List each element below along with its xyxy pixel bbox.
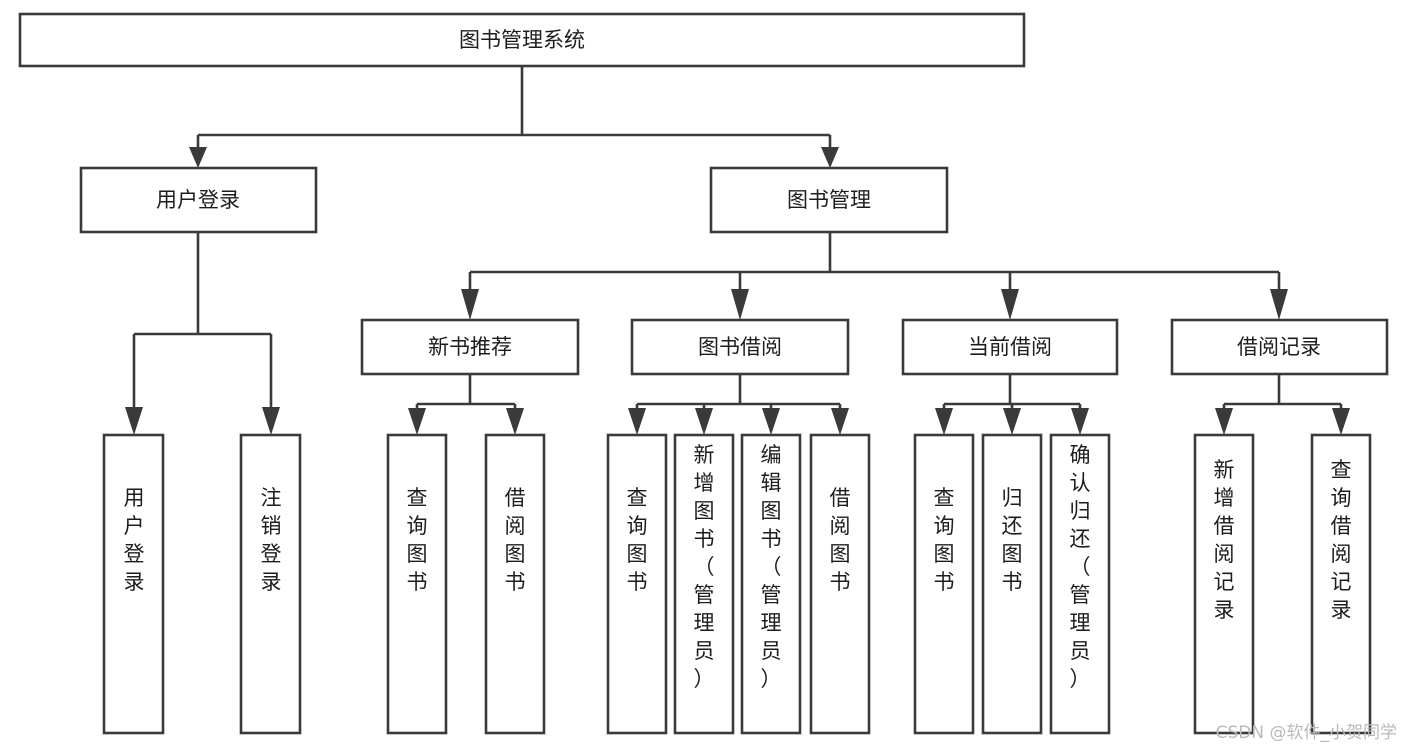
node-box-borrow[interactable]: [630, 318, 850, 376]
node-box-login[interactable]: [79, 166, 318, 234]
arrow-head-icon-leaf3: [408, 408, 426, 435]
connector-group-record-to-leaves: [1215, 374, 1350, 435]
node-login[interactable]: 用户登录: [79, 166, 318, 234]
node-leaf7[interactable]: 编辑图书（管理员）: [740, 433, 802, 735]
arrow-head-icon-leaf8: [831, 408, 849, 435]
node-box-record[interactable]: [1170, 318, 1389, 376]
node-label-leaf7: 编辑图书（管理员）: [761, 443, 782, 691]
arrow-head-icon-leaf10: [1003, 408, 1021, 435]
node-leaf6[interactable]: 新增图书（管理员）: [673, 433, 735, 735]
node-box-leaf13[interactable]: [1310, 433, 1372, 735]
node-box-current[interactable]: [901, 318, 1119, 376]
node-box-root[interactable]: [18, 12, 1026, 68]
node-newbook[interactable]: 新书推荐: [360, 318, 580, 376]
node-box-leaf2[interactable]: [239, 433, 302, 735]
node-box-leaf12[interactable]: [1193, 433, 1255, 735]
arrow-head-icon-record: [1270, 289, 1288, 320]
node-label-bookmgmt: 图书管理: [787, 188, 871, 212]
node-label-leaf6: 新增图书（管理员）: [694, 443, 715, 691]
node-label-root: 图书管理系统: [459, 28, 585, 52]
arrow-head-icon-leaf11: [1071, 408, 1089, 435]
arrow-head-icon-leaf13: [1332, 408, 1350, 435]
node-leaf12[interactable]: 新增借阅记录: [1193, 433, 1255, 735]
arrow-head-icon-leaf2: [262, 407, 280, 435]
node-label-leaf2: 注销登录: [261, 486, 282, 594]
connector-group-borrow-to-leaves: [628, 374, 849, 435]
node-label-leaf8: 借阅图书: [830, 486, 851, 594]
connector-group-current-to-leaves: [935, 374, 1089, 435]
csdn-watermark: CSDN @软件_小贺同学: [1215, 723, 1397, 743]
node-label-record: 借阅记录: [1237, 335, 1321, 359]
arrow-head-icon-login: [189, 147, 207, 168]
node-record[interactable]: 借阅记录: [1170, 318, 1389, 376]
node-label-login: 用户登录: [156, 188, 240, 212]
node-borrow[interactable]: 图书借阅: [630, 318, 850, 376]
node-label-borrow: 图书借阅: [698, 335, 782, 359]
node-leaf4[interactable]: 借阅图书: [484, 433, 546, 735]
node-leaf13[interactable]: 查询借阅记录: [1310, 433, 1372, 735]
node-box-newbook[interactable]: [360, 318, 580, 376]
node-label-leaf12: 新增借阅记录: [1214, 458, 1235, 622]
node-label-leaf13: 查询借阅记录: [1331, 458, 1352, 622]
node-label-current: 当前借阅: [968, 335, 1052, 359]
arrow-head-icon-borrow: [731, 289, 749, 320]
node-box-leaf5[interactable]: [606, 433, 668, 735]
arrow-head-icon-bookmgmt: [821, 147, 839, 168]
node-box-leaf6[interactable]: [673, 433, 735, 735]
node-bookmgmt[interactable]: 图书管理: [709, 166, 949, 234]
arrow-head-icon-leaf6: [695, 408, 713, 435]
arrow-head-icon-leaf9: [935, 408, 953, 435]
node-box-leaf11[interactable]: [1049, 433, 1111, 735]
arrow-head-icon-leaf4: [506, 408, 524, 435]
node-box-bookmgmt[interactable]: [709, 166, 949, 234]
node-root[interactable]: 图书管理系统: [18, 12, 1026, 68]
arrow-head-icon-leaf12: [1215, 408, 1233, 435]
node-label-leaf9: 查询图书: [934, 486, 955, 594]
node-label-leaf10: 归还图书: [1002, 486, 1023, 594]
arrow-head-icon-current: [1001, 289, 1019, 320]
arrow-head-icon-leaf1: [125, 407, 143, 435]
node-label-leaf4: 借阅图书: [505, 486, 526, 594]
node-label-leaf11: 确认归还（管理员）: [1070, 443, 1091, 691]
connector-group-bookmgmt-to-level3: [461, 232, 1288, 320]
node-leaf3[interactable]: 查询图书: [386, 433, 448, 735]
node-current[interactable]: 当前借阅: [901, 318, 1119, 376]
node-leaf10[interactable]: 归还图书: [981, 433, 1043, 735]
arrow-head-icon-newbook: [461, 289, 479, 320]
arrow-head-icon-leaf5: [628, 408, 646, 435]
arrow-head-icon-leaf7: [762, 408, 780, 435]
node-label-leaf3: 查询图书: [407, 486, 428, 594]
connector-group-login-to-leaves: [125, 232, 280, 435]
node-label-leaf1: 用户登录: [124, 486, 145, 594]
node-label-newbook: 新书推荐: [428, 335, 512, 359]
node-leaf1[interactable]: 用户登录: [102, 433, 165, 735]
connector-group-newbook-to-leaves: [408, 374, 524, 435]
node-box-leaf1[interactable]: [102, 433, 165, 735]
node-leaf11[interactable]: 确认归还（管理员）: [1049, 433, 1111, 735]
node-box-leaf7[interactable]: [740, 433, 802, 735]
node-box-leaf4[interactable]: [484, 433, 546, 735]
node-box-leaf3[interactable]: [386, 433, 448, 735]
node-box-leaf8[interactable]: [809, 433, 871, 735]
node-leaf5[interactable]: 查询图书: [606, 433, 668, 735]
node-leaf9[interactable]: 查询图书: [913, 433, 975, 735]
node-box-leaf10[interactable]: [981, 433, 1043, 735]
node-leaf2[interactable]: 注销登录: [239, 433, 302, 735]
node-leaf8[interactable]: 借阅图书: [809, 433, 871, 735]
node-box-leaf9[interactable]: [913, 433, 975, 735]
node-label-leaf5: 查询图书: [627, 486, 648, 594]
connector-group-root-to-level2: [189, 66, 839, 168]
